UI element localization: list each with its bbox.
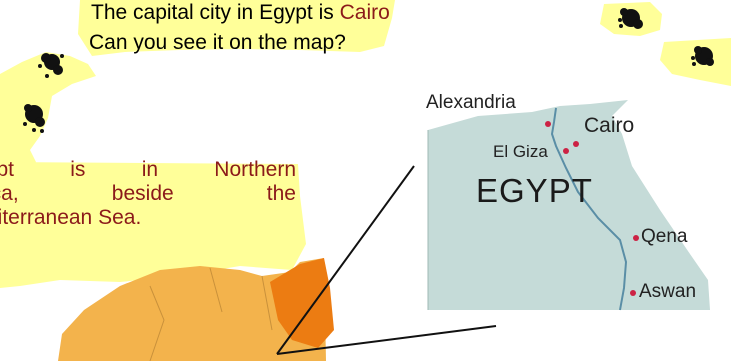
paragraph-word: is bbox=[70, 158, 86, 181]
city-dot-alexandria bbox=[545, 121, 551, 127]
city-dot-qena bbox=[633, 235, 639, 241]
egypt-highlight-region bbox=[270, 258, 334, 348]
map-title-egypt: EGYPT bbox=[476, 172, 593, 209]
paragraph-word: ica, bbox=[0, 182, 19, 205]
africa-map-region bbox=[58, 258, 326, 361]
africa-paragraph: ypt is in Northern ica, beside the diter… bbox=[0, 158, 296, 230]
paragraph-row-1: ypt is in Northern bbox=[0, 158, 296, 182]
highlight-blob-top bbox=[78, 0, 395, 56]
splatter-blob-3 bbox=[618, 8, 643, 29]
capital-highlight: Cairo bbox=[339, 1, 390, 24]
zoom-line-top bbox=[276, 165, 415, 355]
highlight-blob-right bbox=[660, 38, 731, 86]
paragraph-row-3: diterranean Sea. bbox=[0, 206, 296, 230]
highlight-blob-left bbox=[0, 52, 96, 180]
city-label-qena: Qena bbox=[641, 226, 688, 247]
intro-line-1: The capital city in Egypt is Cairo bbox=[91, 1, 390, 25]
intro-line-2: Can you see it on the map? bbox=[89, 31, 346, 54]
city-label-cairo: Cairo bbox=[584, 114, 635, 137]
paragraph-word: beside bbox=[111, 182, 174, 205]
city-dot-aswan bbox=[630, 290, 636, 296]
city-label-el-giza: El Giza bbox=[493, 142, 548, 161]
splatter-blob-2 bbox=[23, 104, 45, 133]
paragraph-word: the bbox=[266, 182, 296, 205]
splatter-blob-1 bbox=[38, 53, 64, 78]
zoom-line-bottom bbox=[276, 325, 497, 355]
paragraph-word: Northern bbox=[214, 158, 296, 181]
nile-river bbox=[550, 107, 628, 311]
paragraph-row-2: ica, beside the bbox=[0, 182, 296, 206]
paragraph-word: ypt bbox=[0, 158, 15, 181]
paragraph-word: diterranean Sea. bbox=[0, 206, 142, 229]
city-dot-cairo bbox=[573, 141, 579, 147]
africa-borders bbox=[149, 267, 273, 361]
city-label-aswan: Aswan bbox=[639, 281, 697, 302]
intro-prefix: The capital city in Egypt is bbox=[91, 1, 340, 24]
highlight-blob-paragraph bbox=[0, 162, 306, 288]
city-dot-el-giza bbox=[563, 148, 569, 154]
city-label-alexandria: Alexandria bbox=[426, 92, 516, 113]
egypt-map-region bbox=[428, 100, 710, 310]
paragraph-word: in bbox=[141, 158, 159, 181]
splatter-blob-4 bbox=[691, 46, 714, 66]
